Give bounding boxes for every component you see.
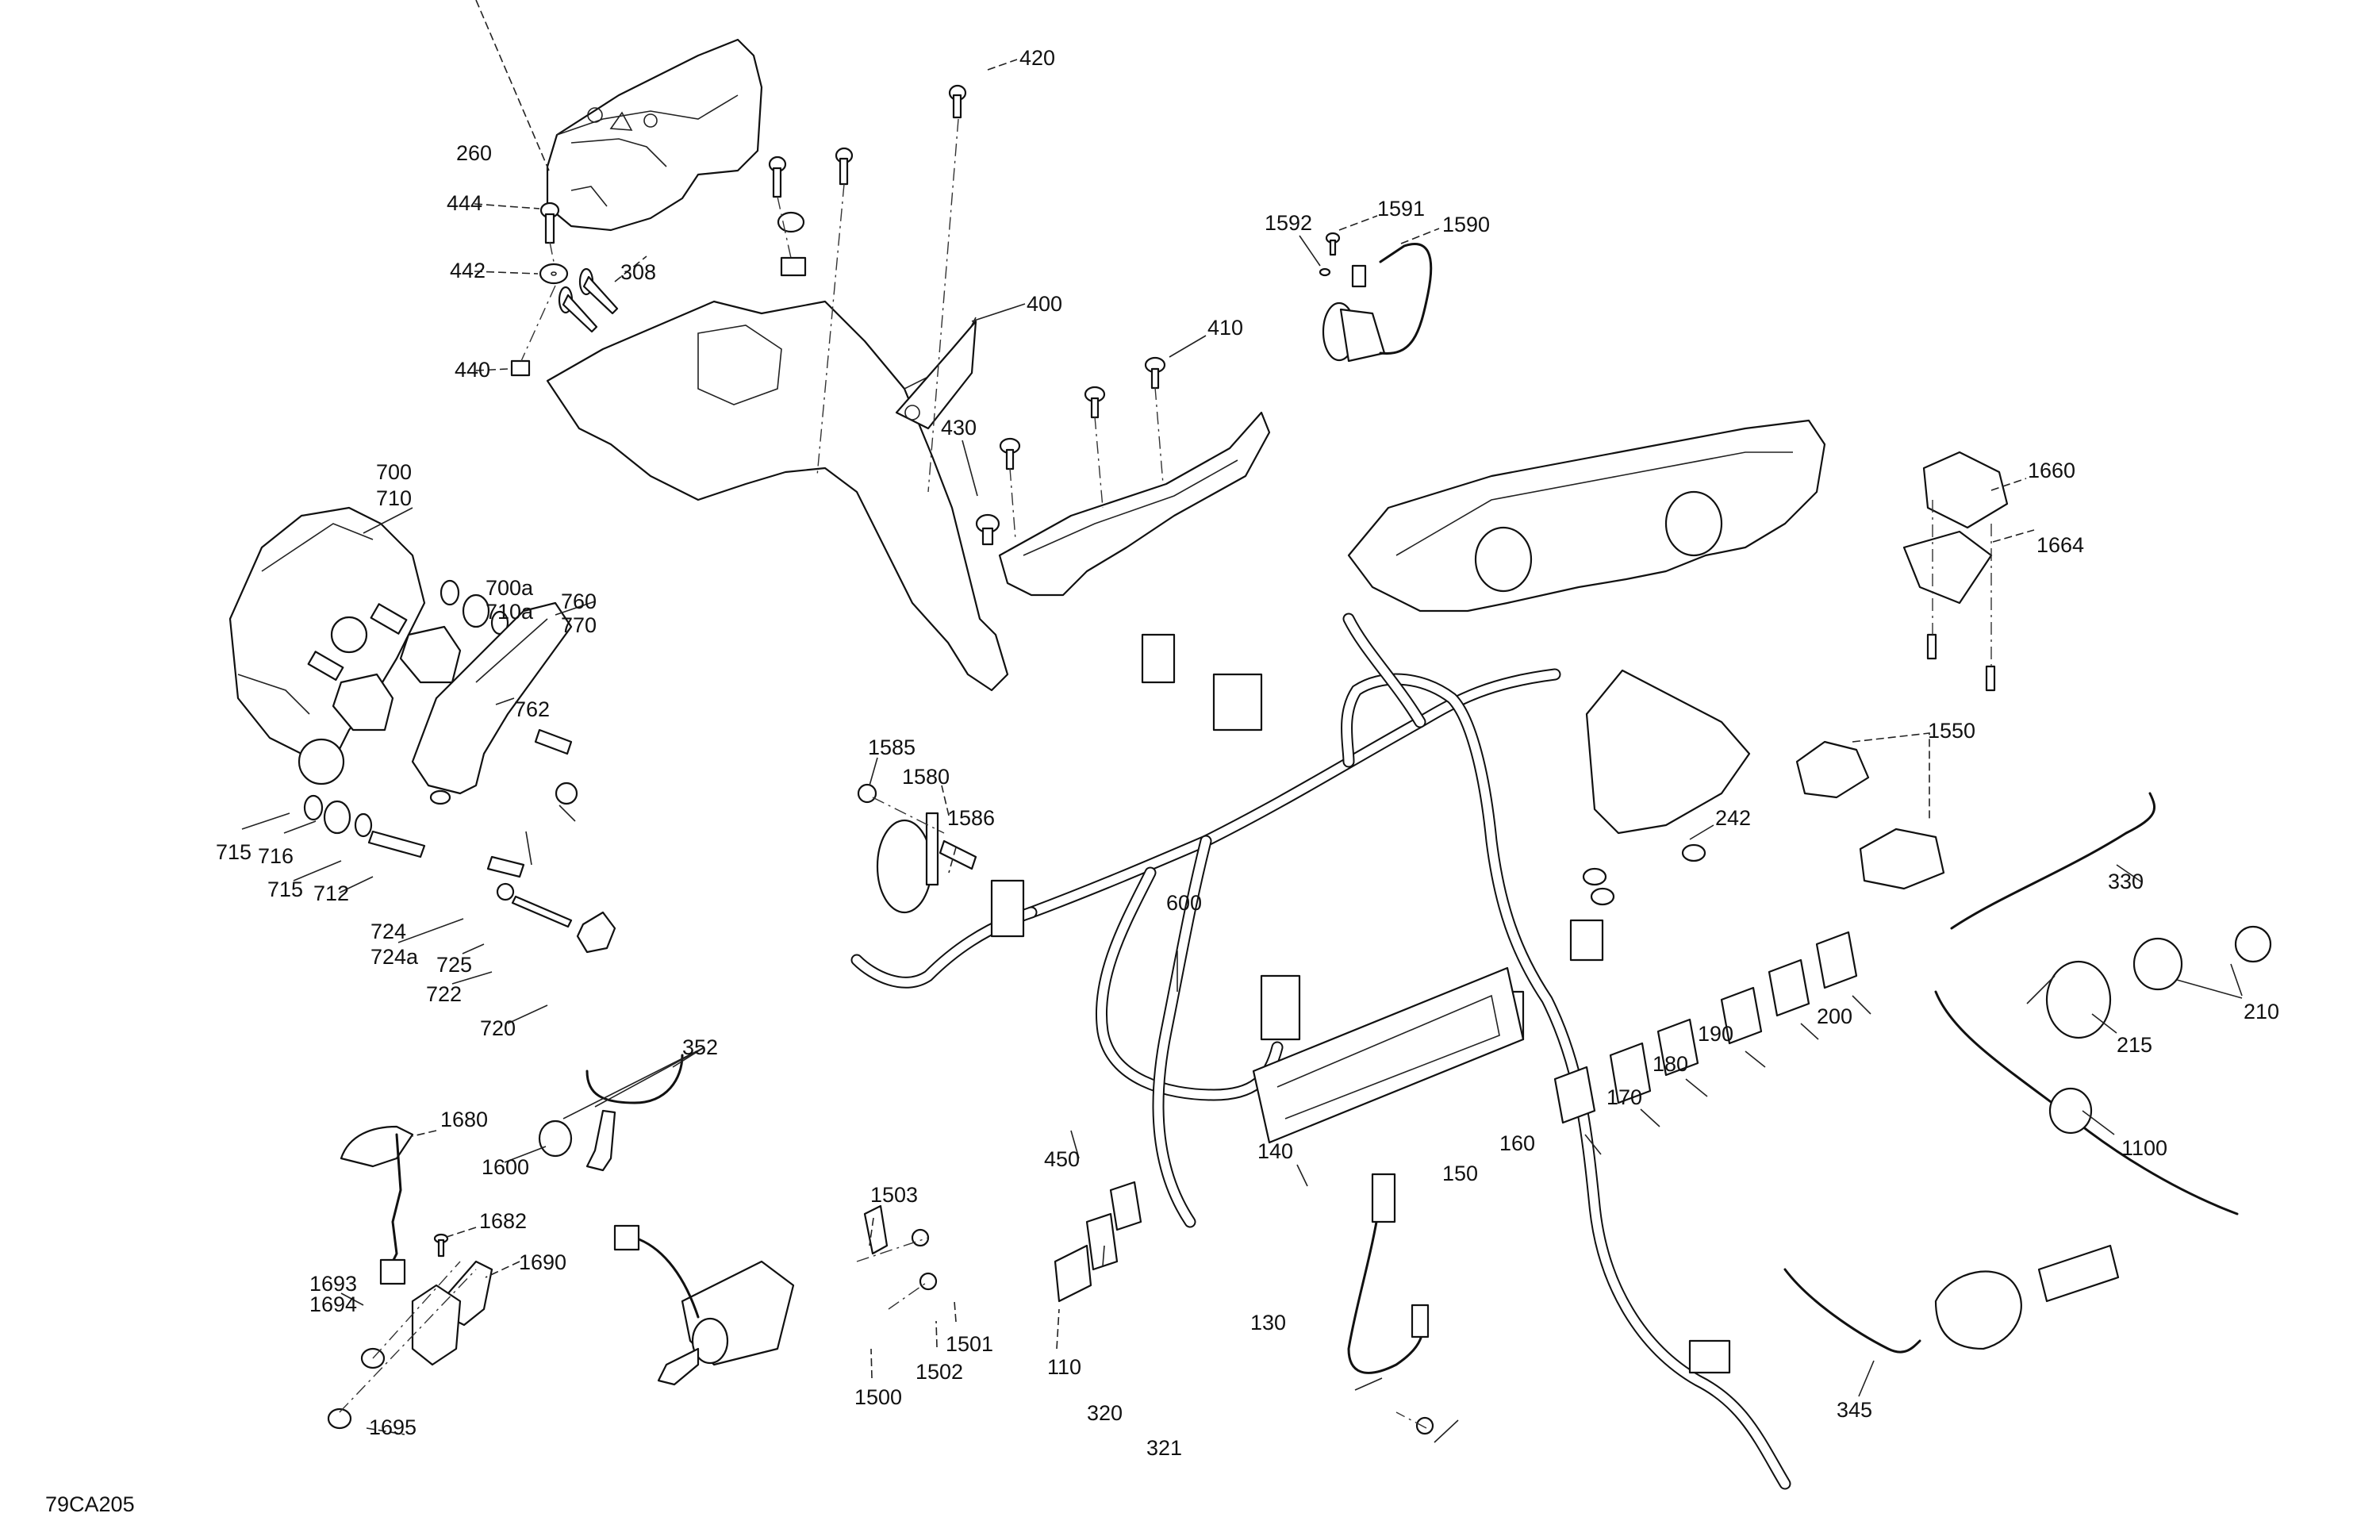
callout-1550: 1550 xyxy=(1928,719,1975,743)
part-sensor-1680 xyxy=(340,1125,414,1285)
callout-710: 710 xyxy=(376,486,412,510)
part-bracket-760 xyxy=(411,601,573,805)
callout-140: 140 xyxy=(1257,1139,1293,1163)
part-bulb-700a xyxy=(307,603,462,732)
callout-1580: 1580 xyxy=(902,765,950,789)
callout-1502: 1502 xyxy=(916,1360,963,1384)
callout-1501: 1501 xyxy=(946,1332,993,1356)
part-screw-444 xyxy=(539,202,560,244)
callout-725: 725 xyxy=(436,953,472,977)
leader-lines xyxy=(241,0,2243,1443)
callout-1503: 1503 xyxy=(870,1183,918,1207)
callout-210: 210 xyxy=(2244,1000,2279,1023)
callout-712: 712 xyxy=(313,881,349,905)
callout-450: 450 xyxy=(1044,1147,1080,1171)
callout-320: 320 xyxy=(1087,1401,1123,1425)
part-connector-1600 xyxy=(538,1054,684,1172)
part-module-1660 xyxy=(1902,451,2009,692)
part-bracket-tray xyxy=(546,300,1009,692)
callout-130: 130 xyxy=(1250,1311,1286,1335)
callout-110: 110 xyxy=(1047,1355,1081,1379)
callout-1500: 1500 xyxy=(854,1385,902,1409)
callout-1682: 1682 xyxy=(479,1209,527,1233)
callout-1693: 1693 xyxy=(309,1272,357,1296)
part-socket-1100 xyxy=(2048,1087,2093,1135)
callout-1590: 1590 xyxy=(1442,213,1490,236)
part-switch-1500 xyxy=(613,1204,938,1386)
callout-770: 770 xyxy=(561,613,597,637)
part-bracket-410 xyxy=(975,356,1271,597)
callout-1680: 1680 xyxy=(440,1108,488,1131)
callout-420: 420 xyxy=(1019,46,1055,70)
part-outlet-210 xyxy=(2132,925,2272,991)
callout-345: 345 xyxy=(1837,1398,1872,1422)
callout-700: 700 xyxy=(376,460,412,484)
callout-260: 260 xyxy=(456,141,492,165)
callout-724a: 724a xyxy=(370,945,419,969)
part-module-600 xyxy=(1252,966,1525,1144)
callout-1600: 1600 xyxy=(482,1155,529,1179)
callout-1664: 1664 xyxy=(2036,533,2084,557)
callout-180: 180 xyxy=(1653,1052,1688,1076)
part-screw-308 xyxy=(558,267,619,333)
callout-442: 442 xyxy=(450,259,486,282)
callout-762: 762 xyxy=(514,697,550,721)
callout-722: 722 xyxy=(426,982,462,1006)
part-clip-440 xyxy=(510,359,531,377)
callout-1660: 1660 xyxy=(2028,459,2075,482)
part-relays-1550 xyxy=(1795,740,1945,890)
callout-150: 150 xyxy=(1442,1162,1478,1185)
callout-710a: 710a xyxy=(486,600,534,624)
part-headlamp-700 xyxy=(228,506,426,785)
part-light-1590 xyxy=(1319,232,1433,363)
part-outlet-215 xyxy=(2026,960,2112,1039)
callout-170: 170 xyxy=(1606,1085,1642,1109)
callout-400: 400 xyxy=(1027,292,1062,316)
callout-1592: 1592 xyxy=(1265,211,1312,235)
callout-330: 330 xyxy=(2108,870,2144,893)
callout-1690: 1690 xyxy=(519,1250,566,1274)
callout-715a: 715 xyxy=(216,840,251,864)
part-bracket-1693 xyxy=(327,1284,462,1430)
part-cover-260 xyxy=(546,38,763,232)
callout-1585: 1585 xyxy=(868,735,916,759)
callout-190: 190 xyxy=(1698,1022,1733,1046)
part-washer-442 xyxy=(539,263,569,285)
callout-200: 200 xyxy=(1817,1004,1852,1028)
callout-720: 720 xyxy=(480,1016,516,1040)
callout-716: 716 xyxy=(258,844,294,868)
callout-160: 160 xyxy=(1499,1131,1535,1155)
callout-444: 444 xyxy=(447,191,482,215)
part-fuse-box-242 xyxy=(1582,669,1751,906)
callout-440: 440 xyxy=(455,358,490,382)
part-horn-1580 xyxy=(857,783,977,914)
callout-308: 308 xyxy=(620,260,656,284)
part-dashboard-frame xyxy=(1347,419,1826,613)
callouts: 420 260 444 442 308 440 400 410 430 1592… xyxy=(216,46,2279,1460)
callout-600: 600 xyxy=(1166,891,1202,915)
callout-430: 430 xyxy=(941,416,977,440)
callout-715b: 715 xyxy=(267,878,303,901)
part-main-harness xyxy=(850,613,1791,1490)
callout-352: 352 xyxy=(682,1035,718,1059)
figure-reference-code: 79CA205 xyxy=(45,1492,135,1516)
callout-215: 215 xyxy=(2117,1033,2152,1057)
callout-700a: 700a xyxy=(486,576,534,600)
part-screw-center xyxy=(768,84,967,277)
part-harness-320 xyxy=(1347,1173,1434,1435)
part-harness-345 xyxy=(1783,1244,2120,1354)
callout-1591: 1591 xyxy=(1377,197,1425,221)
part-switches-110-200 xyxy=(1054,931,1858,1303)
callout-724: 724 xyxy=(370,920,406,943)
callout-410: 410 xyxy=(1207,316,1243,340)
callout-1694: 1694 xyxy=(309,1292,357,1316)
callout-1695: 1695 xyxy=(369,1415,416,1439)
callout-321: 321 xyxy=(1146,1436,1182,1460)
callout-760: 760 xyxy=(561,590,597,613)
callout-242: 242 xyxy=(1715,806,1751,830)
callout-1586: 1586 xyxy=(947,806,995,830)
callout-1100: 1100 xyxy=(2121,1136,2167,1160)
part-adjuster-set xyxy=(486,728,616,954)
